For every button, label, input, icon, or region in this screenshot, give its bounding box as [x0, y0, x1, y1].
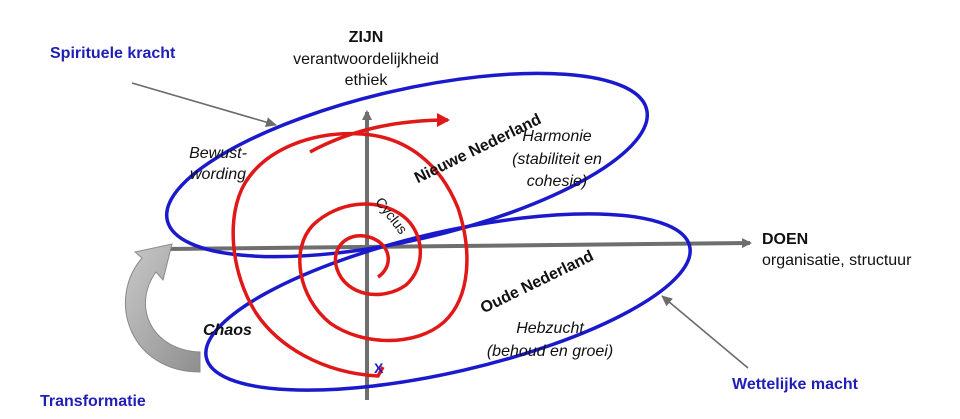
x-axis [164, 238, 752, 251]
harmony-label-2: (stabiliteit en [512, 151, 602, 168]
greed-label-2: (behoud en groei) [486, 343, 614, 360]
new-netherlands-ellipse [164, 71, 650, 259]
chaos-label: Chaos [203, 322, 252, 339]
y-axis-subtitle-1: verantwoordelijkheid [293, 51, 439, 68]
cycle-spiral [231, 131, 469, 378]
spiritual-pointer-arrow [131, 82, 277, 127]
legal-pointer-arrow [661, 295, 749, 369]
harmony-label-3: cohesie) [526, 173, 588, 190]
old-netherlands-ellipse [204, 212, 692, 392]
harmony-label-1: Harmonie [522, 128, 592, 145]
greed-label-1: Hebzucht [516, 320, 584, 337]
spiritual-power-label: Spirituele kracht [50, 45, 176, 62]
y-axis-subtitle-2: ethiek [344, 72, 388, 89]
x-axis-title: DOEN [762, 231, 809, 248]
y-axis-title: ZIJN [348, 29, 384, 46]
cycle-arrow [309, 113, 450, 154]
x-axis-subtitle: organisatie, structuur [762, 252, 912, 269]
awareness-label-1: Bewust- [189, 145, 247, 162]
x-marker: X [374, 360, 384, 376]
awareness-label-2: wording [189, 166, 247, 183]
transformation-label: Transformatie [40, 393, 146, 410]
transformation-arrow [124, 243, 201, 373]
legal-power-label: Wettelijke macht [732, 376, 858, 393]
